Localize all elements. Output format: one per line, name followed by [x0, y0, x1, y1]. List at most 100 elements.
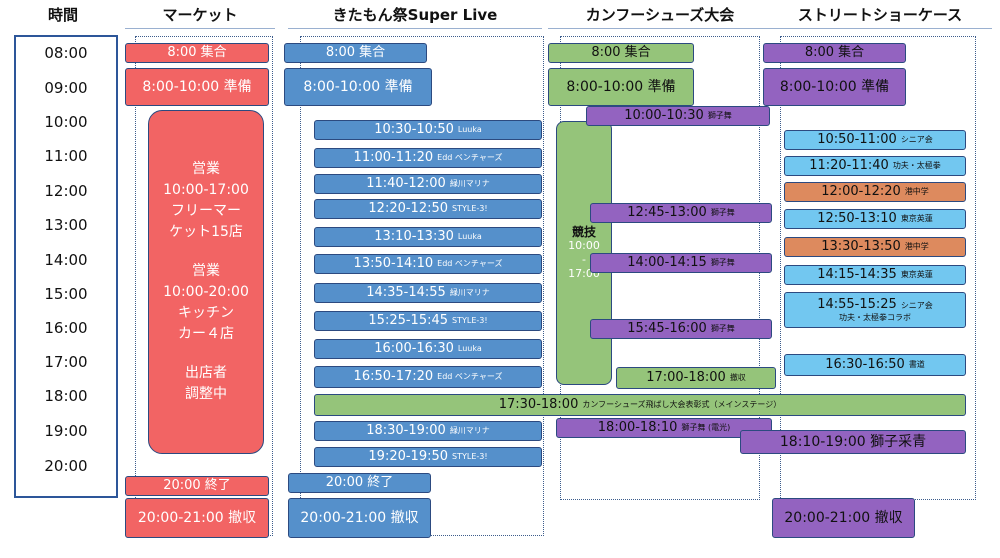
time-label: 09:00	[44, 79, 88, 97]
time-label: 13:00	[44, 216, 88, 234]
slot-act: STYLE-3!	[452, 204, 488, 214]
lion-time: 10:00-10:30	[624, 108, 704, 124]
slot-time: 13:30-13:50	[821, 239, 901, 255]
header-live: きたもん祭Super Live	[332, 6, 498, 24]
slot-time: 16:30-16:50	[825, 357, 905, 373]
slot-time: 14:15-14:35	[817, 267, 897, 283]
time-label: 18:00	[44, 387, 88, 405]
slot-time: 18:30-19:00	[366, 423, 446, 439]
lion-act: 獅子舞 (電光)	[681, 423, 731, 433]
slot-time: 11:20-11:40	[809, 158, 889, 174]
slot-time: 12:20-12:50	[368, 201, 449, 217]
slot-act: 港中学	[904, 242, 929, 252]
teardown-act: 撤収	[729, 373, 746, 383]
header-underline	[125, 28, 275, 29]
kungfu-prep: 8:00-10:00 準備	[548, 68, 694, 106]
slot-act: Luuka	[457, 125, 482, 135]
slot-time: 15:25-15:45	[368, 313, 449, 329]
time-label: 15:00	[44, 285, 88, 303]
competition-line: 競技	[571, 225, 596, 239]
ceremony-act: カンフーシューズ飛ばし大会表彰式（メインステージ）	[582, 400, 782, 410]
market-business-line: 営業	[192, 161, 220, 177]
slot-time: 19:20-19:50	[368, 449, 449, 465]
header-underline	[548, 28, 770, 29]
lion-time: 15:45-16:00	[627, 321, 707, 337]
slot-time: 14:55-15:25	[817, 297, 897, 313]
market-business-line: 営業	[192, 263, 220, 279]
market-end: 20:00 終了	[125, 476, 269, 496]
slot-act: STYLE-3!	[452, 316, 488, 326]
kungfu-gather: 8:00 集合	[548, 43, 694, 63]
live-end: 20:00 終了	[288, 473, 431, 493]
slot-act: Luuka	[457, 344, 482, 354]
market-business-line: 10:00-17:00	[163, 182, 249, 198]
slot-time: 10:30-10:50	[374, 122, 454, 138]
lion-time: 12:45-13:00	[627, 205, 707, 221]
street-lion-final: 18:10-19:00 獅子采青	[740, 430, 966, 454]
header-underline	[288, 28, 542, 29]
slot-act: シニア会	[900, 135, 933, 145]
slot-time: 14:35-14:55	[366, 285, 446, 301]
slot-act: Edd ベンチャーズ	[437, 259, 503, 269]
time-label: 20:00	[44, 457, 88, 475]
slot-act: Edd ベンチャーズ	[437, 153, 503, 163]
slot-act: 緑川マリナ	[449, 288, 490, 298]
time-label: 10:00	[44, 113, 88, 131]
street-teardown: 20:00-21:00 撤収	[772, 498, 915, 538]
market-business-line: フリーマー	[171, 203, 241, 219]
lion-act: 獅子舞	[710, 258, 735, 268]
competition-line: -	[582, 253, 586, 266]
slot-time: 12:50-13:10	[817, 211, 897, 227]
time-label: 11:00	[44, 147, 88, 165]
market-business-line: キッチン	[178, 305, 234, 321]
header-underline	[768, 28, 992, 29]
slot-act: 緑川マリナ	[449, 179, 490, 189]
slot-time: 13:10-13:30	[374, 229, 454, 245]
header-market: マーケット	[162, 6, 238, 24]
time-label: 16:00	[44, 319, 88, 337]
slot-act: 港中学	[904, 187, 929, 197]
market-business: 営業 10:00-17:00 フリーマー ケット15店 営業 10:00-20:…	[148, 110, 264, 454]
header-kungfu: カンフーシューズ大会	[585, 6, 735, 24]
lion-act: 獅子舞	[707, 111, 732, 121]
slot-act: 緑川マリナ	[449, 426, 490, 436]
live-teardown: 20:00-21:00 撤収	[288, 498, 431, 538]
slot-time: 16:50-17:20	[353, 369, 434, 385]
market-teardown: 20:00-21:00 撤収	[125, 498, 269, 538]
teardown-time: 17:00-18:00	[646, 370, 726, 386]
header-time: 時間	[47, 6, 78, 24]
lion-act: 獅子舞	[710, 208, 735, 218]
slot-time: 13:50-14:10	[353, 256, 434, 272]
slot-act: Edd ベンチャーズ	[437, 372, 503, 382]
time-label: 08:00	[44, 44, 88, 62]
time-label: 12:00	[44, 182, 88, 200]
lion-time: 18:00-18:10	[597, 420, 678, 436]
market-business-line: 調整中	[185, 386, 227, 402]
market-business-line: ケット15店	[169, 224, 243, 240]
market-prep: 8:00-10:00 準備	[125, 68, 269, 106]
lion-act: 獅子舞	[710, 324, 735, 334]
slot-act: Luuka	[457, 232, 482, 242]
